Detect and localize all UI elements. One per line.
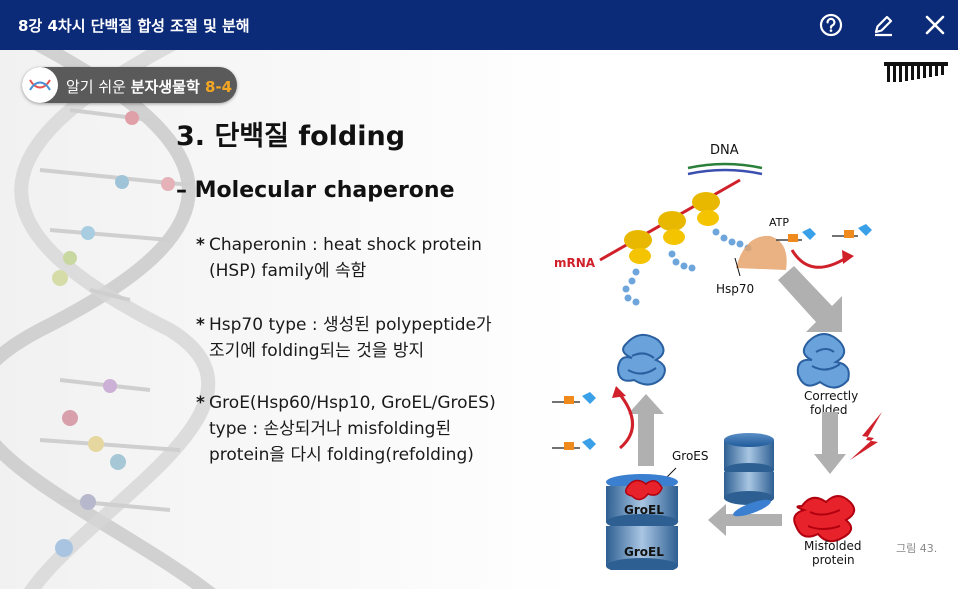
atp-hsp70-complex-3 [552, 392, 596, 404]
ribosome-1 [624, 230, 652, 264]
misfolded-label-1: Misfolded [804, 539, 861, 553]
correctly-label-2: folded [810, 403, 848, 417]
free-groes-cap [733, 499, 771, 517]
pencil-icon[interactable] [870, 12, 896, 38]
misfolded-protein [793, 495, 856, 543]
grey-arrow-up [628, 394, 664, 466]
groel-top-label: GroEL [624, 503, 664, 517]
atp-hsp70-complex-1 [776, 228, 816, 242]
atp-label: ATP [769, 216, 789, 229]
lightning-stress-icon [850, 412, 882, 460]
bullet-star: * [196, 315, 205, 335]
ribosome-2 [658, 211, 686, 245]
groel-groes-complex [606, 474, 678, 570]
slide-title: 3. 단백질 folding [176, 121, 406, 152]
misfolded-label-2: protein [812, 553, 855, 567]
lecture-title: 8강 4차시 단백질 합성 조절 및 분해 [18, 17, 250, 35]
slide-subtitle: – Molecular chaperone [176, 178, 455, 203]
dna-logo-icon [22, 67, 58, 103]
hsp70-chaperone [736, 235, 787, 270]
header-bar: 8강 4차시 단백질 합성 조절 및 분해 [0, 0, 958, 50]
bullet-line: (HSP) family에 속함 [209, 261, 367, 281]
dna-strand-blue [687, 168, 763, 176]
grey-arrow-left [708, 504, 782, 536]
grey-arrow-to-correct [778, 266, 842, 332]
bullet-star: * [196, 235, 205, 255]
groel-bottom-label: GroEL [624, 545, 664, 559]
red-cycle-arrow-left [616, 391, 634, 450]
red-arrowhead-left [612, 386, 626, 398]
hsp70-label: Hsp70 [716, 282, 754, 296]
bullet-groe: *GroE(Hsp60/Hsp10, GroEL/GroES) type : 손… [196, 390, 496, 468]
hsp70-pointer [734, 257, 741, 277]
grey-arrow-down [814, 412, 846, 474]
red-arrowhead-top [842, 250, 854, 264]
mrna-label: mRNA [554, 256, 596, 270]
course-name: 알기 쉬운 분자생물학 8-4 [66, 76, 232, 97]
atp-hsp70-complex-4 [552, 438, 596, 450]
bullet-line: Hsp70 type : 생성된 polypeptide가 [209, 315, 492, 335]
red-cycle-arrow-top [790, 249, 847, 269]
help-circle-icon[interactable] [818, 12, 844, 38]
groes-label: GroES [672, 449, 709, 463]
bullet-chaperonin: *Chaperonin : heat shock protein (HSP) f… [196, 232, 482, 284]
bullet-line: GroE(Hsp60/Hsp10, GroEL/GroES) [209, 393, 496, 413]
dna-strand-green [687, 162, 763, 170]
publisher-stripes-logo [884, 62, 948, 82]
course-logo: 알기 쉬운 분자생물학 8-4 [22, 67, 237, 103]
atp-hsp70-complex-2 [832, 224, 872, 238]
bullet-line: protein을 다시 folding(refolding) [209, 445, 474, 465]
correctly-folded-protein [796, 333, 850, 389]
bullet-star: * [196, 393, 205, 413]
logo-prefix: 알기 쉬운 [66, 78, 131, 96]
dna-label: DNA [710, 143, 739, 158]
bullet-hsp70: *Hsp70 type : 생성된 polypeptide가 조기에 foldi… [196, 312, 492, 364]
close-icon[interactable] [922, 12, 948, 38]
chaperone-cycle-figure: DNA mRNA Hsp70 ATP [552, 143, 882, 570]
bullet-line: 조기에 folding되는 것을 방지 [209, 341, 425, 361]
logo-name: 분자생물학 [130, 78, 205, 96]
slide-content: 알기 쉬운 분자생물학 8-4 3. 단백질 folding – Molecul… [0, 50, 958, 589]
bullet-line: Chaperonin : heat shock protein [209, 235, 482, 255]
free-groel-cylinder [724, 433, 774, 505]
dna-helix-illustration [0, 50, 216, 589]
bullet-line: type : 손상되거나 misfolding된 [209, 419, 452, 439]
logo-number: 8-4 [204, 78, 233, 96]
figure-caption: 그림 43. [896, 542, 938, 555]
correctly-label-1: Correctly [804, 389, 858, 403]
ribosome-3 [692, 192, 720, 226]
folded-protein-left [616, 333, 666, 386]
